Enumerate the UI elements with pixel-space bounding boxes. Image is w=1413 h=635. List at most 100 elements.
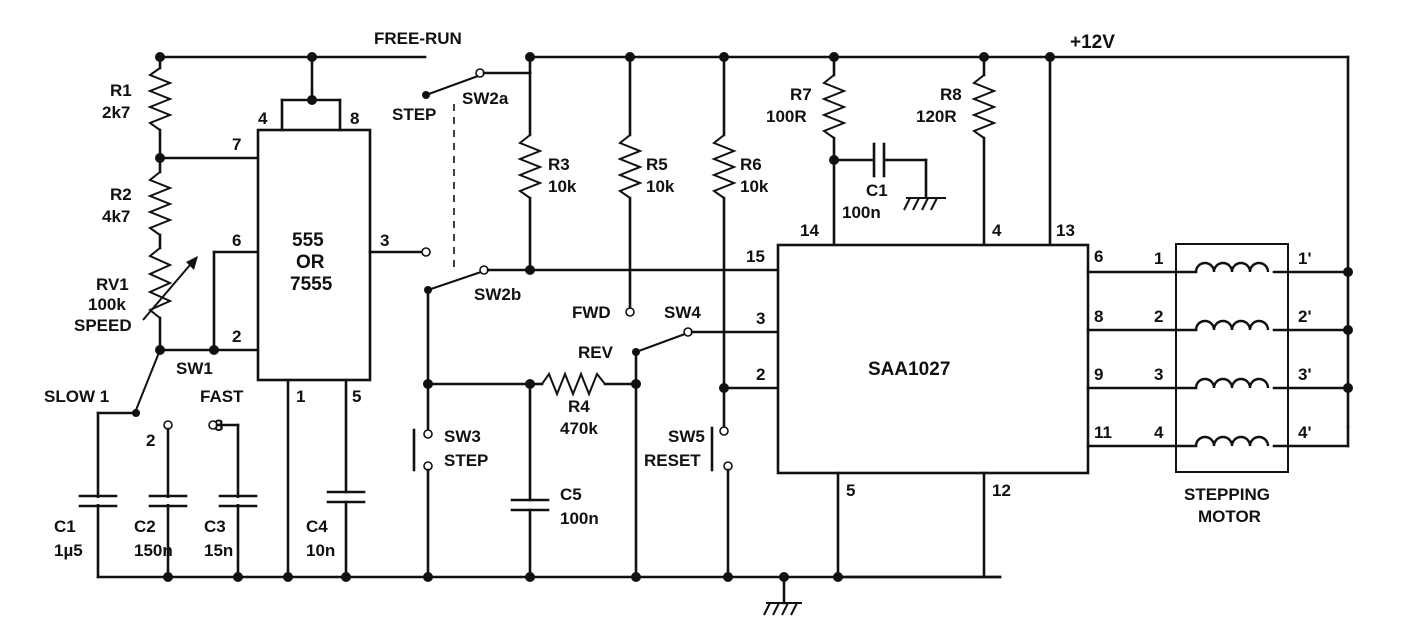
sw1-fast: FAST <box>200 387 244 406</box>
c5-name: C5 <box>560 485 582 504</box>
motor-outline <box>1175 243 1289 473</box>
winding-3-out: 3' <box>1298 365 1312 384</box>
rv1-value: 100k <box>88 295 126 314</box>
ic-saa1027-pin-8: 8 <box>1094 307 1103 326</box>
r3-resistor-icon <box>517 134 543 199</box>
ic-555-name-2: OR <box>296 252 325 273</box>
sw1-pos3: 3 <box>214 416 223 435</box>
r4-resistor-icon <box>541 371 606 397</box>
sw4-fwd-label: FWD <box>572 303 611 322</box>
ic-saa1027-pin-13: 13 <box>1056 221 1075 240</box>
ic-555-name-3: 7555 <box>290 274 333 295</box>
c4-name: C4 <box>306 517 328 536</box>
r8-name: R8 <box>940 85 962 104</box>
timing-capacitors: C1 1µ5 C2 150n C3 15n C4 10n <box>54 490 366 582</box>
c3-name: C3 <box>204 517 226 536</box>
sw5-name: SW5 <box>668 427 705 446</box>
sw2a-step-label: STEP <box>392 105 436 124</box>
ground-symbol-icon <box>903 197 946 211</box>
winding-3-in: 3 <box>1154 365 1163 384</box>
switch-sw3: SW3 STEP <box>412 427 488 582</box>
r1-resistor-icon <box>147 67 173 131</box>
ic-555-pin-6: 6 <box>232 231 241 250</box>
ic-saa1027-pin-6: 6 <box>1094 247 1103 266</box>
winding-2-out: 2' <box>1298 307 1312 326</box>
rv1-potentiometer-icon <box>147 247 173 319</box>
supply-label: +12V <box>1070 32 1115 53</box>
c5-value: 100n <box>560 509 599 528</box>
motor-label-2: MOTOR <box>1198 507 1261 526</box>
ic-saa1027-pin-14: 14 <box>800 221 819 240</box>
sw4-rev-label: REV <box>578 343 614 362</box>
timer-resistor-chain: R1 2k7 R2 4k7 RV1 100k SPEED <box>74 52 260 355</box>
winding-4-coil-icon <box>1194 435 1270 447</box>
r5-resistor-icon <box>617 134 643 199</box>
r6-name: R6 <box>740 155 762 174</box>
winding-2-coil-icon <box>1194 319 1270 331</box>
winding-1-coil-icon <box>1194 261 1270 273</box>
sw2a-name: SW2a <box>462 89 509 108</box>
step-input-network: R4 470k C5 100n <box>423 371 641 582</box>
r8-value: 120R <box>916 107 957 126</box>
winding-4-in: 4 <box>1154 423 1164 442</box>
winding-3-coil-icon <box>1194 377 1270 389</box>
sw1-pos2: 2 <box>146 431 155 450</box>
c3-value: 15n <box>204 541 233 560</box>
sw4-name: SW4 <box>664 303 701 322</box>
r3-name: R3 <box>548 155 570 174</box>
winding-1-in: 1 <box>1154 249 1163 268</box>
ic-saa1027-pin-5: 5 <box>846 481 855 500</box>
c1-decouple-name: C1 <box>866 181 888 200</box>
r7-value: 100R <box>766 107 807 126</box>
ic-saa1027-pin-4: 4 <box>992 221 1002 240</box>
c1-timing-name: C1 <box>54 517 76 536</box>
c2-name: C2 <box>134 517 156 536</box>
switch-sw4: FWD SW4 REV <box>572 303 780 579</box>
ic-555-pin-1: 1 <box>296 387 305 406</box>
r4-value: 470k <box>560 419 598 438</box>
ic-555-body <box>256 128 372 382</box>
r4-name: R4 <box>568 397 590 416</box>
r2-resistor-icon <box>147 171 173 236</box>
c1-decouple-value: 100n <box>842 203 881 222</box>
ic-saa1027-pin-11: 11 <box>1094 423 1112 442</box>
switch-sw2: FREE-RUN STEP SW2a SW2b <box>374 29 780 432</box>
r1-name: R1 <box>110 81 132 100</box>
sw3-name: SW3 <box>444 427 481 446</box>
ic-555-pin-4: 4 <box>258 109 268 128</box>
r1-value: 2k7 <box>102 103 130 122</box>
ic-555-name-1: 555 <box>292 230 324 251</box>
winding-1-out: 1' <box>1298 249 1312 268</box>
motor-label-1: STEPPING <box>1184 485 1270 504</box>
ic-saa1027-pin-2: 2 <box>756 365 765 384</box>
ic-555-pin-3: 3 <box>380 231 389 250</box>
ic-saa1027-pin-3: 3 <box>756 309 765 328</box>
r2-name: R2 <box>110 185 132 204</box>
ic-555-pin-7: 7 <box>232 135 241 154</box>
r3-value: 10k <box>548 177 577 196</box>
free-run-label: FREE-RUN <box>374 29 462 48</box>
ic-saa1027-pin-9: 9 <box>1094 365 1103 384</box>
rv1-function: SPEED <box>74 316 132 335</box>
ground-symbol-icon <box>763 602 802 616</box>
c4-value: 10n <box>306 541 335 560</box>
r7-resistor-icon <box>821 74 847 139</box>
r6-resistor-icon <box>711 134 737 199</box>
ic-saa1027-pin-12: 12 <box>992 481 1011 500</box>
c1-timing-value: 1µ5 <box>54 541 83 560</box>
r8-resistor-icon <box>971 74 997 139</box>
sw5-function: RESET <box>644 451 701 470</box>
ground-rail <box>96 575 1002 616</box>
ic-555-timer: 555 OR 7555 4 8 7 6 2 3 1 5 <box>232 52 431 579</box>
ic-555-pin-8: 8 <box>350 109 359 128</box>
r7-name: R7 <box>790 85 812 104</box>
switch-sw5: SW5 RESET <box>644 383 780 582</box>
sw1-pos1: SLOW 1 <box>44 387 109 406</box>
c2-value: 150n <box>134 541 173 560</box>
ic-saa1027: SAA1027 14 4 13 15 3 2 5 12 6 8 9 11 <box>746 221 1112 582</box>
rv1-name: RV1 <box>96 275 129 294</box>
ic-saa1027-body <box>776 243 1090 475</box>
sw3-function: STEP <box>444 451 488 470</box>
r5-name: R5 <box>646 155 668 174</box>
